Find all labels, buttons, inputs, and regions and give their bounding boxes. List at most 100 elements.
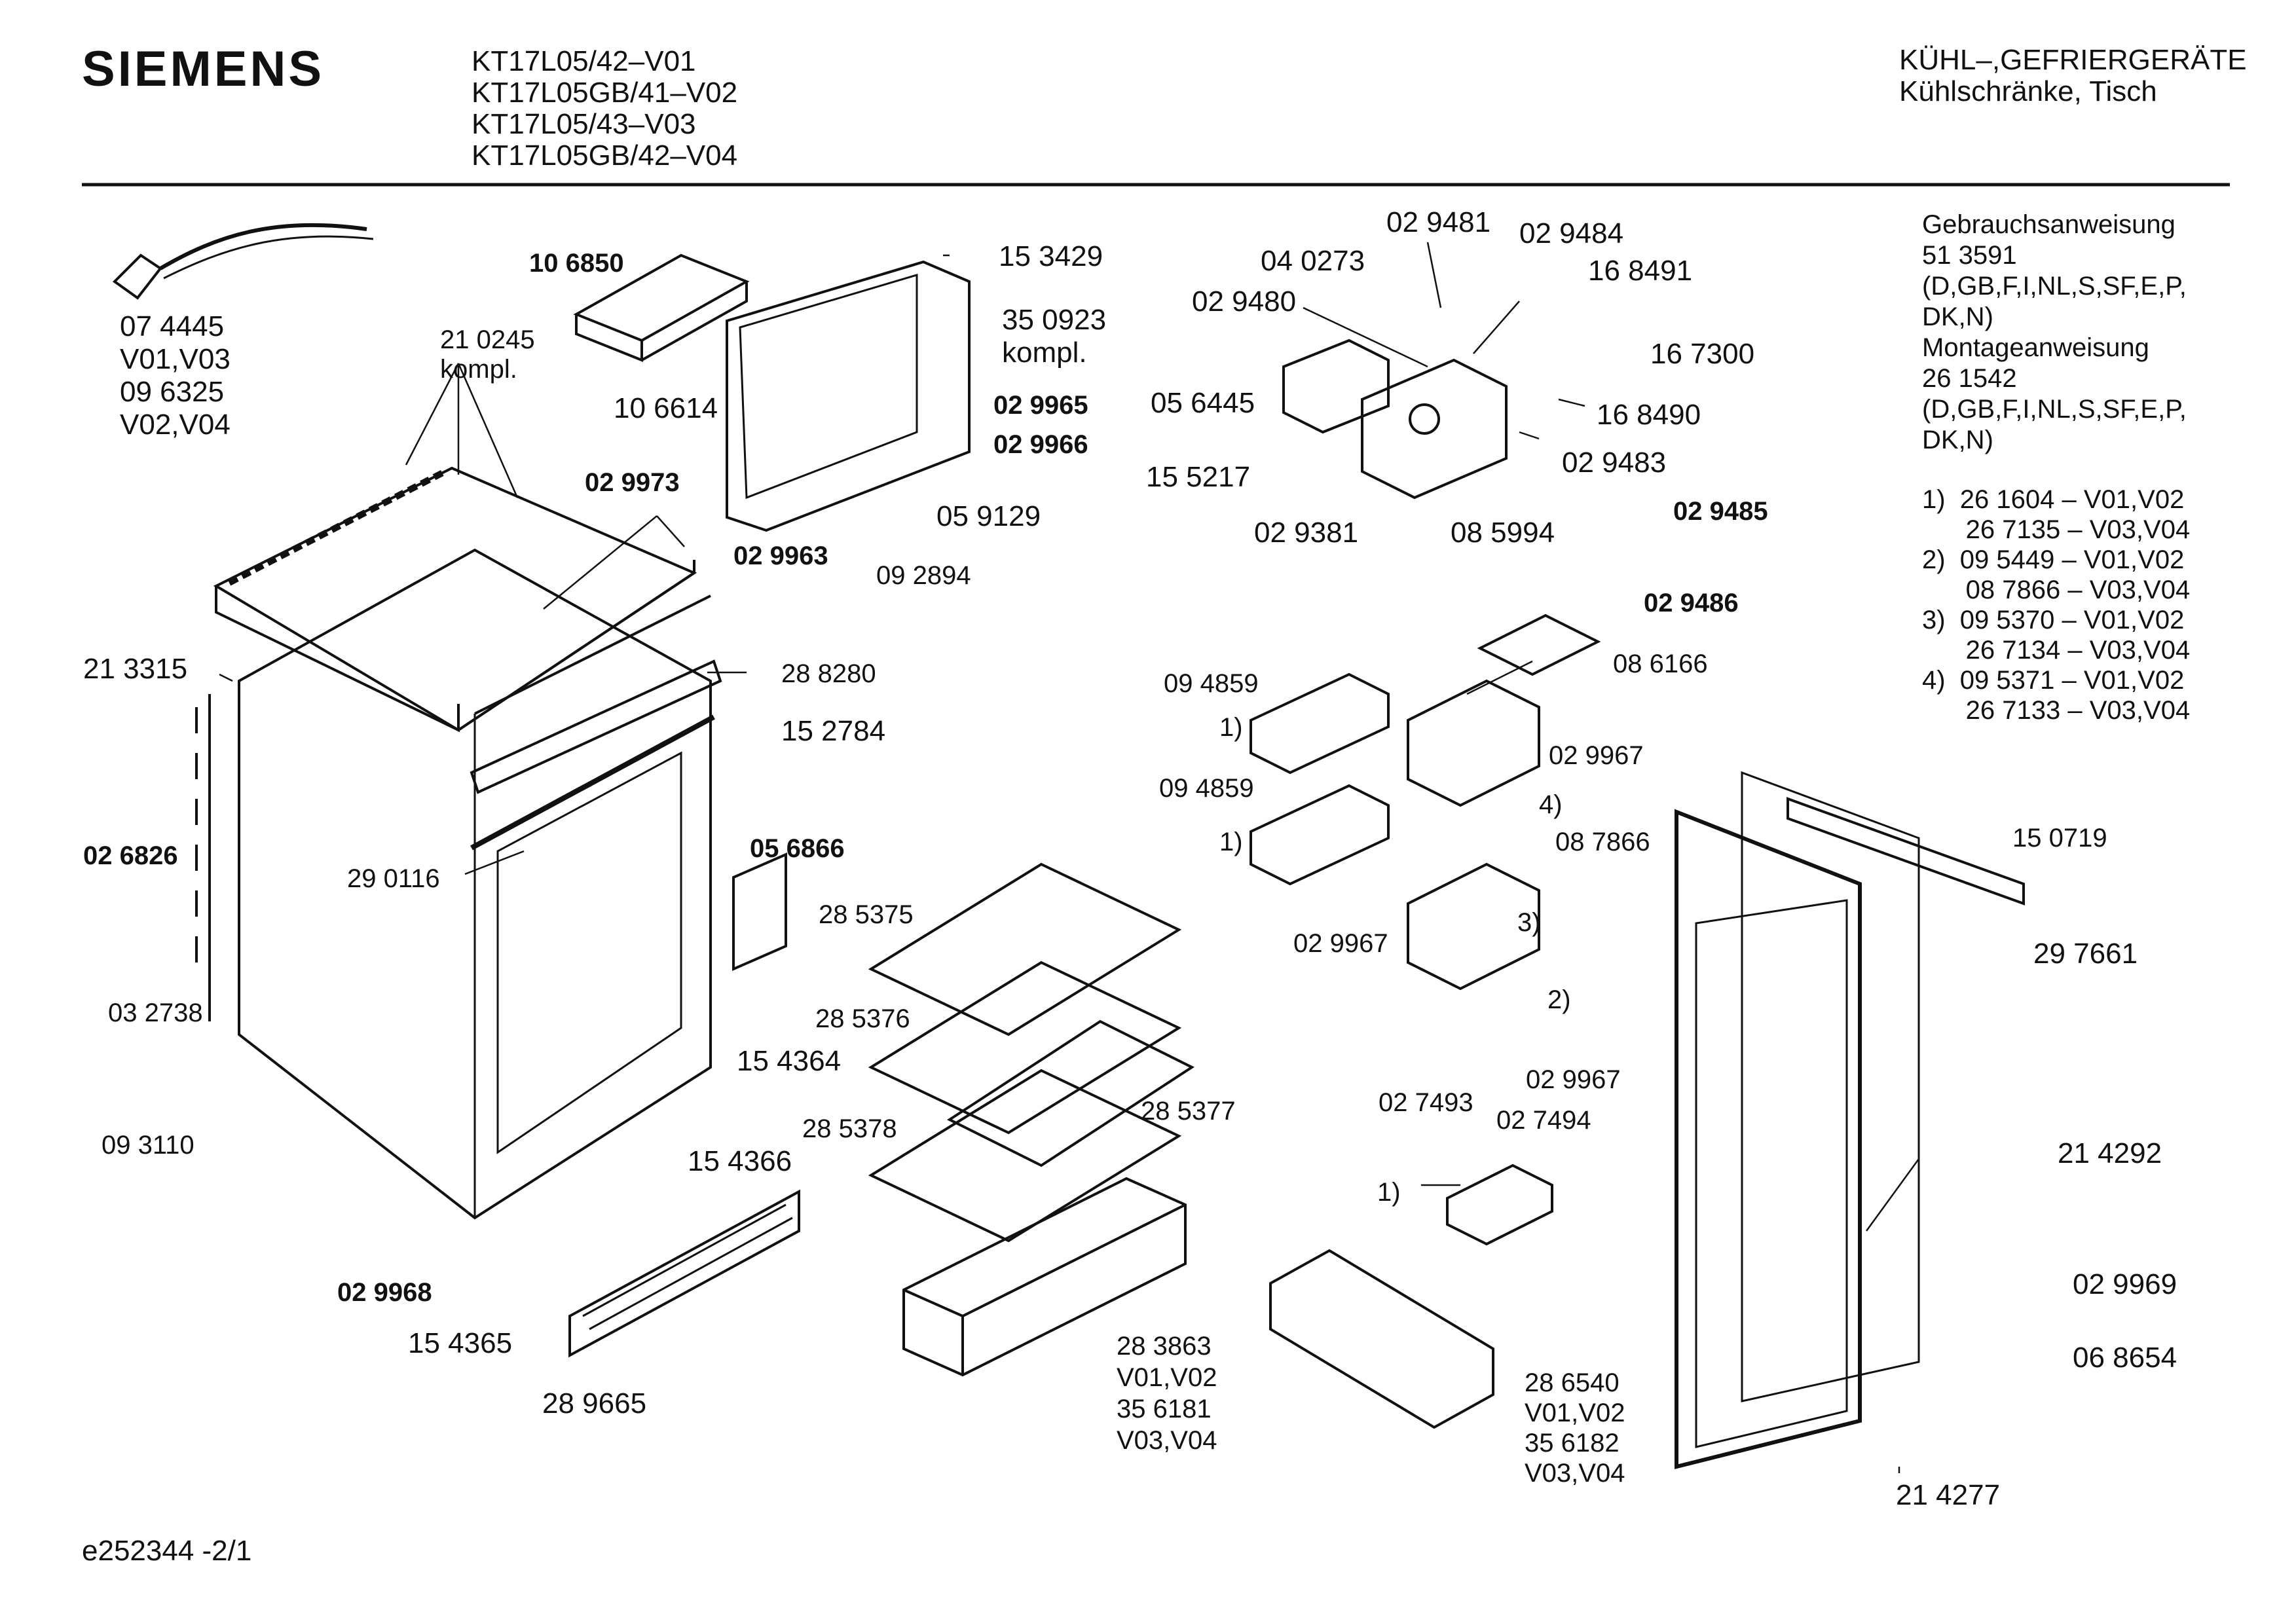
doc-line: (D,GB,F,I,NL,S,SF,E,P, [1922,272,2187,301]
doc-line: DK,N) [1922,426,1993,454]
label-093110: 09 3110 [102,1131,194,1160]
note-line: 3) 09 5370 – V01,V02 [1922,606,2185,634]
label-285375: 28 5375 [819,900,914,929]
label-029483: 02 9483 [1562,447,1667,479]
label-056445: 05 6445 [1151,387,1255,419]
note-line: 26 7135 – V03,V04 [1922,515,2191,544]
label-029966: 02 9966 [993,430,1088,459]
label-note-4: 4) [1539,790,1563,819]
label-v01-v02-b: V01,V02 [1525,1399,1625,1427]
documentation-block: Gebrauchsanweisung 51 3591 (D,GB,F,I,NL,… [1922,210,2187,456]
label-285376: 28 5376 [815,1004,910,1033]
egg-trays-drawing [1250,672,1390,886]
label-092894: 09 2894 [876,561,971,590]
label-286540: 28 6540 [1525,1368,1620,1397]
label-029486: 02 9486 [1644,589,1739,617]
label-029480: 02 9480 [1192,285,1297,318]
label-note-1b: 1) [1219,828,1243,856]
label-168491: 16 8491 [1588,255,1693,287]
model-2: KT17L05GB/41–V02 [472,77,738,109]
label-029381: 02 9381 [1254,517,1359,549]
label-056866: 05 6866 [750,834,845,863]
drawing-number: e252344 -2/1 [82,1535,252,1567]
label-068654: 06 8654 [2073,1342,2177,1374]
category-title: KÜHL–,GEFRIERGERÄTE [1899,44,2247,76]
label-155217: 15 5217 [1146,461,1251,493]
label-154366: 15 4366 [688,1145,792,1177]
kickplate-drawing [568,1189,800,1358]
door-shelves-drawing [1407,614,1601,1246]
label-026826: 02 6826 [83,841,178,870]
doc-line: 51 3591 [1922,241,2017,270]
bottle-rack-drawing [1269,1249,1494,1429]
label-032738: 03 2738 [108,998,203,1027]
label-356181: 35 6181 [1117,1395,1212,1423]
label-210245: 21 0245 [440,325,535,354]
label-214277: 21 4277 [1896,1479,2001,1511]
doc-line: Montageanweisung [1922,333,2149,362]
label-153429: 15 3429 [999,240,1103,272]
power-cord-drawing [112,223,374,300]
thermostat-housing-drawing [1282,339,1508,500]
doc-line: (D,GB,F,I,NL,S,SF,E,P, [1922,395,2187,424]
label-note-1a: 1) [1219,713,1243,742]
ice-tray-drawing [573,253,750,362]
label-152784: 15 2784 [781,715,886,747]
label-290116: 29 0116 [347,864,440,893]
note-line: 26 7133 – V03,V04 [1922,696,2191,725]
label-285377: 28 5377 [1141,1097,1236,1126]
label-285378: 28 5378 [802,1114,897,1143]
note-line: 4) 09 5371 – V01,V02 [1922,666,2185,695]
label-106614: 10 6614 [614,392,718,424]
label-085994: 08 5994 [1451,517,1555,549]
worktop-drawing [213,466,697,733]
label-v02-v04: V02,V04 [120,409,231,441]
label-096325: 09 6325 [120,376,225,408]
label-027494: 02 7494 [1496,1106,1591,1135]
label-283863: 28 3863 [1117,1332,1212,1361]
label-356182: 35 6182 [1525,1429,1620,1457]
label-kompl-1: kompl. [440,355,517,384]
label-029965: 02 9965 [993,391,1088,420]
model-1: KT17L05/42–V01 [472,45,696,77]
label-213315: 21 3315 [83,653,188,685]
label-087866: 08 7866 [1555,828,1650,856]
note-line: 2) 09 5449 – V01,V02 [1922,545,2185,574]
doc-line: 26 1542 [1922,364,2017,393]
label-029485: 02 9485 [1673,497,1768,526]
label-029973: 02 9973 [585,468,680,497]
label-029969: 02 9969 [2073,1268,2177,1300]
category-block: KÜHL–,GEFRIERGERÄTE Kühlschränke, Tisch [1899,45,2247,107]
label-note-1c: 1) [1377,1178,1401,1207]
leader-lines [219,242,1920,1473]
label-289665: 28 9665 [542,1387,647,1420]
note-line: 26 7134 – V03,V04 [1922,636,2191,665]
label-154365: 15 4365 [408,1327,513,1359]
model-list: KT17L05/42–V01 KT17L05GB/41–V02 KT17L05/… [472,46,737,172]
label-094859-b: 09 4859 [1159,774,1254,803]
label-288280: 28 8280 [781,659,876,688]
label-v01-v03: V01,V03 [120,343,231,375]
label-027493: 02 7493 [1379,1088,1473,1117]
label-040273: 04 0273 [1261,245,1365,277]
door-drawing [1675,771,2025,1469]
cabinet-drawing [195,548,715,1220]
freezer-door-drawing [726,260,971,532]
label-note-3: 3) [1517,908,1541,937]
label-059129: 05 9129 [936,500,1041,532]
label-note-2: 2) [1547,985,1571,1014]
label-214292: 21 4292 [2058,1137,2162,1169]
label-v03-v04-b: V03,V04 [1525,1459,1625,1488]
crisper-drawer-drawing [902,1177,1187,1377]
label-168490: 16 8490 [1597,399,1701,431]
label-v01-v02-a: V01,V02 [1117,1363,1217,1392]
label-297661: 29 7661 [2033,938,2138,970]
doc-line: DK,N) [1922,302,1993,331]
model-3: KT17L05/43–V03 [472,108,696,140]
door-rail-drawing [470,659,722,794]
label-029967-a: 02 9967 [1549,741,1644,770]
category-subtitle: Kühlschränke, Tisch [1899,75,2157,107]
label-029481: 02 9481 [1386,206,1491,238]
